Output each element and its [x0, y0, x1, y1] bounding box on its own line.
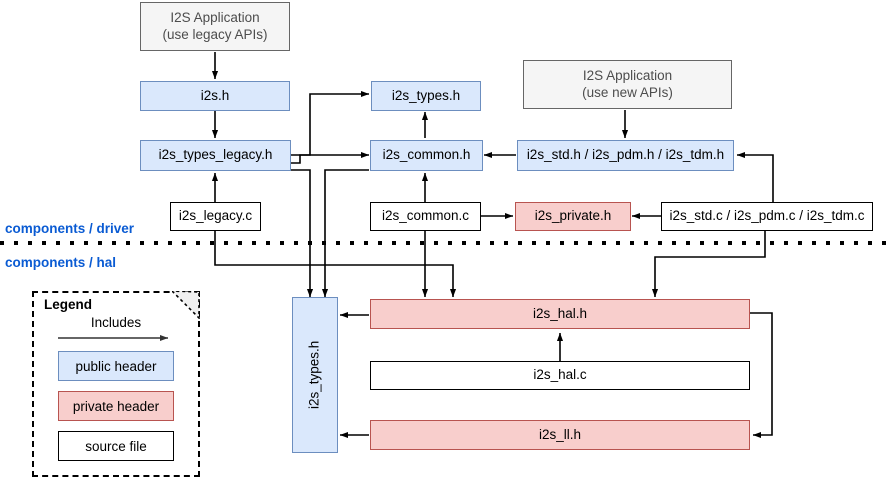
- node-i2s-types-h-top[interactable]: i2s_types.h: [371, 81, 481, 111]
- edge-std-c-to-std-h: [736, 151, 774, 202]
- node-i2s-std-h-label: i2s_std.h / i2s_pdm.h / i2s_tdm.h: [526, 147, 725, 163]
- legend-private-header-label: private header: [72, 398, 160, 414]
- node-i2s-types-legacy-h-label: i2s_types_legacy.h: [158, 147, 273, 163]
- legend-fold-corner: [172, 291, 200, 319]
- divider-label-driver: components / driver: [5, 221, 135, 236]
- legend-swatch-public-header: public header: [58, 351, 174, 381]
- legend-includes-arrow: [58, 334, 169, 342]
- node-i2s-private-h-label: i2s_private.h: [534, 208, 612, 224]
- node-i2s-types-h-top-label: i2s_types.h: [391, 87, 461, 103]
- legend-title: Legend: [44, 297, 93, 312]
- edge-legacy-c-to-hal-h: [214, 230, 457, 298]
- node-i2s-h[interactable]: i2s.h: [140, 81, 290, 111]
- legend-swatch-source-file: source file: [58, 431, 174, 461]
- edge-std-c-to-hal-h: [651, 230, 766, 298]
- node-i2s-common-h[interactable]: i2s_common.h: [370, 140, 483, 171]
- node-i2s-types-h-hal[interactable]: i2s_types.h: [292, 297, 338, 453]
- node-i2s-hal-h-label: i2s_hal.h: [532, 305, 588, 321]
- node-i2s-std-h[interactable]: i2s_std.h / i2s_pdm.h / i2s_tdm.h: [517, 140, 734, 171]
- edge-common-h-to-types-hal: [321, 169, 369, 298]
- node-i2s-hal-c[interactable]: i2s_hal.c: [370, 361, 750, 390]
- node-i2s-std-c[interactable]: i2s_std.c / i2s_pdm.c / i2s_tdm.c: [661, 202, 873, 231]
- edge-hal-h-to-ll-h: [750, 312, 773, 439]
- edge-types-legacy-to-types-top: [291, 90, 370, 156]
- legend-source-file-label: source file: [85, 438, 147, 454]
- legend-swatch-private-header: private header: [58, 391, 174, 421]
- node-i2s-types-legacy-h[interactable]: i2s_types_legacy.h: [140, 140, 291, 171]
- node-i2s-common-h-label: i2s_common.h: [382, 147, 471, 163]
- node-app-new[interactable]: I2S Application (use new APIs): [523, 60, 732, 109]
- node-app-legacy[interactable]: I2S Application (use legacy APIs): [140, 2, 290, 51]
- edge-types-legacy-to-types-hal: [291, 169, 314, 298]
- node-app-legacy-line2: (use legacy APIs): [162, 26, 268, 42]
- node-app-new-line2: (use new APIs): [582, 84, 673, 100]
- node-i2s-std-c-label: i2s_std.c / i2s_pdm.c / i2s_tdm.c: [669, 208, 865, 224]
- legend-public-header-label: public header: [75, 358, 157, 374]
- node-i2s-ll-h[interactable]: i2s_ll.h: [370, 420, 750, 450]
- node-i2s-common-c[interactable]: i2s_common.c: [370, 202, 481, 231]
- node-i2s-legacy-c-label: i2s_legacy.c: [178, 208, 253, 224]
- node-i2s-hal-h[interactable]: i2s_hal.h: [370, 299, 750, 329]
- node-i2s-ll-h-label: i2s_ll.h: [538, 426, 582, 442]
- node-i2s-types-h-hal-label: i2s_types.h: [306, 340, 322, 410]
- node-i2s-legacy-c[interactable]: i2s_legacy.c: [170, 202, 261, 231]
- node-app-legacy-line1: I2S Application: [170, 9, 260, 25]
- node-i2s-private-h[interactable]: i2s_private.h: [515, 202, 631, 231]
- legend-includes-label: Includes: [90, 315, 142, 330]
- node-i2s-h-label: i2s.h: [200, 87, 230, 103]
- node-i2s-hal-c-label: i2s_hal.c: [533, 367, 587, 383]
- divider-label-hal: components / hal: [5, 255, 117, 270]
- node-app-new-line1: I2S Application: [582, 67, 673, 83]
- edge-types-legacy-to-common-h: [291, 151, 370, 164]
- node-i2s-common-c-label: i2s_common.c: [381, 208, 470, 224]
